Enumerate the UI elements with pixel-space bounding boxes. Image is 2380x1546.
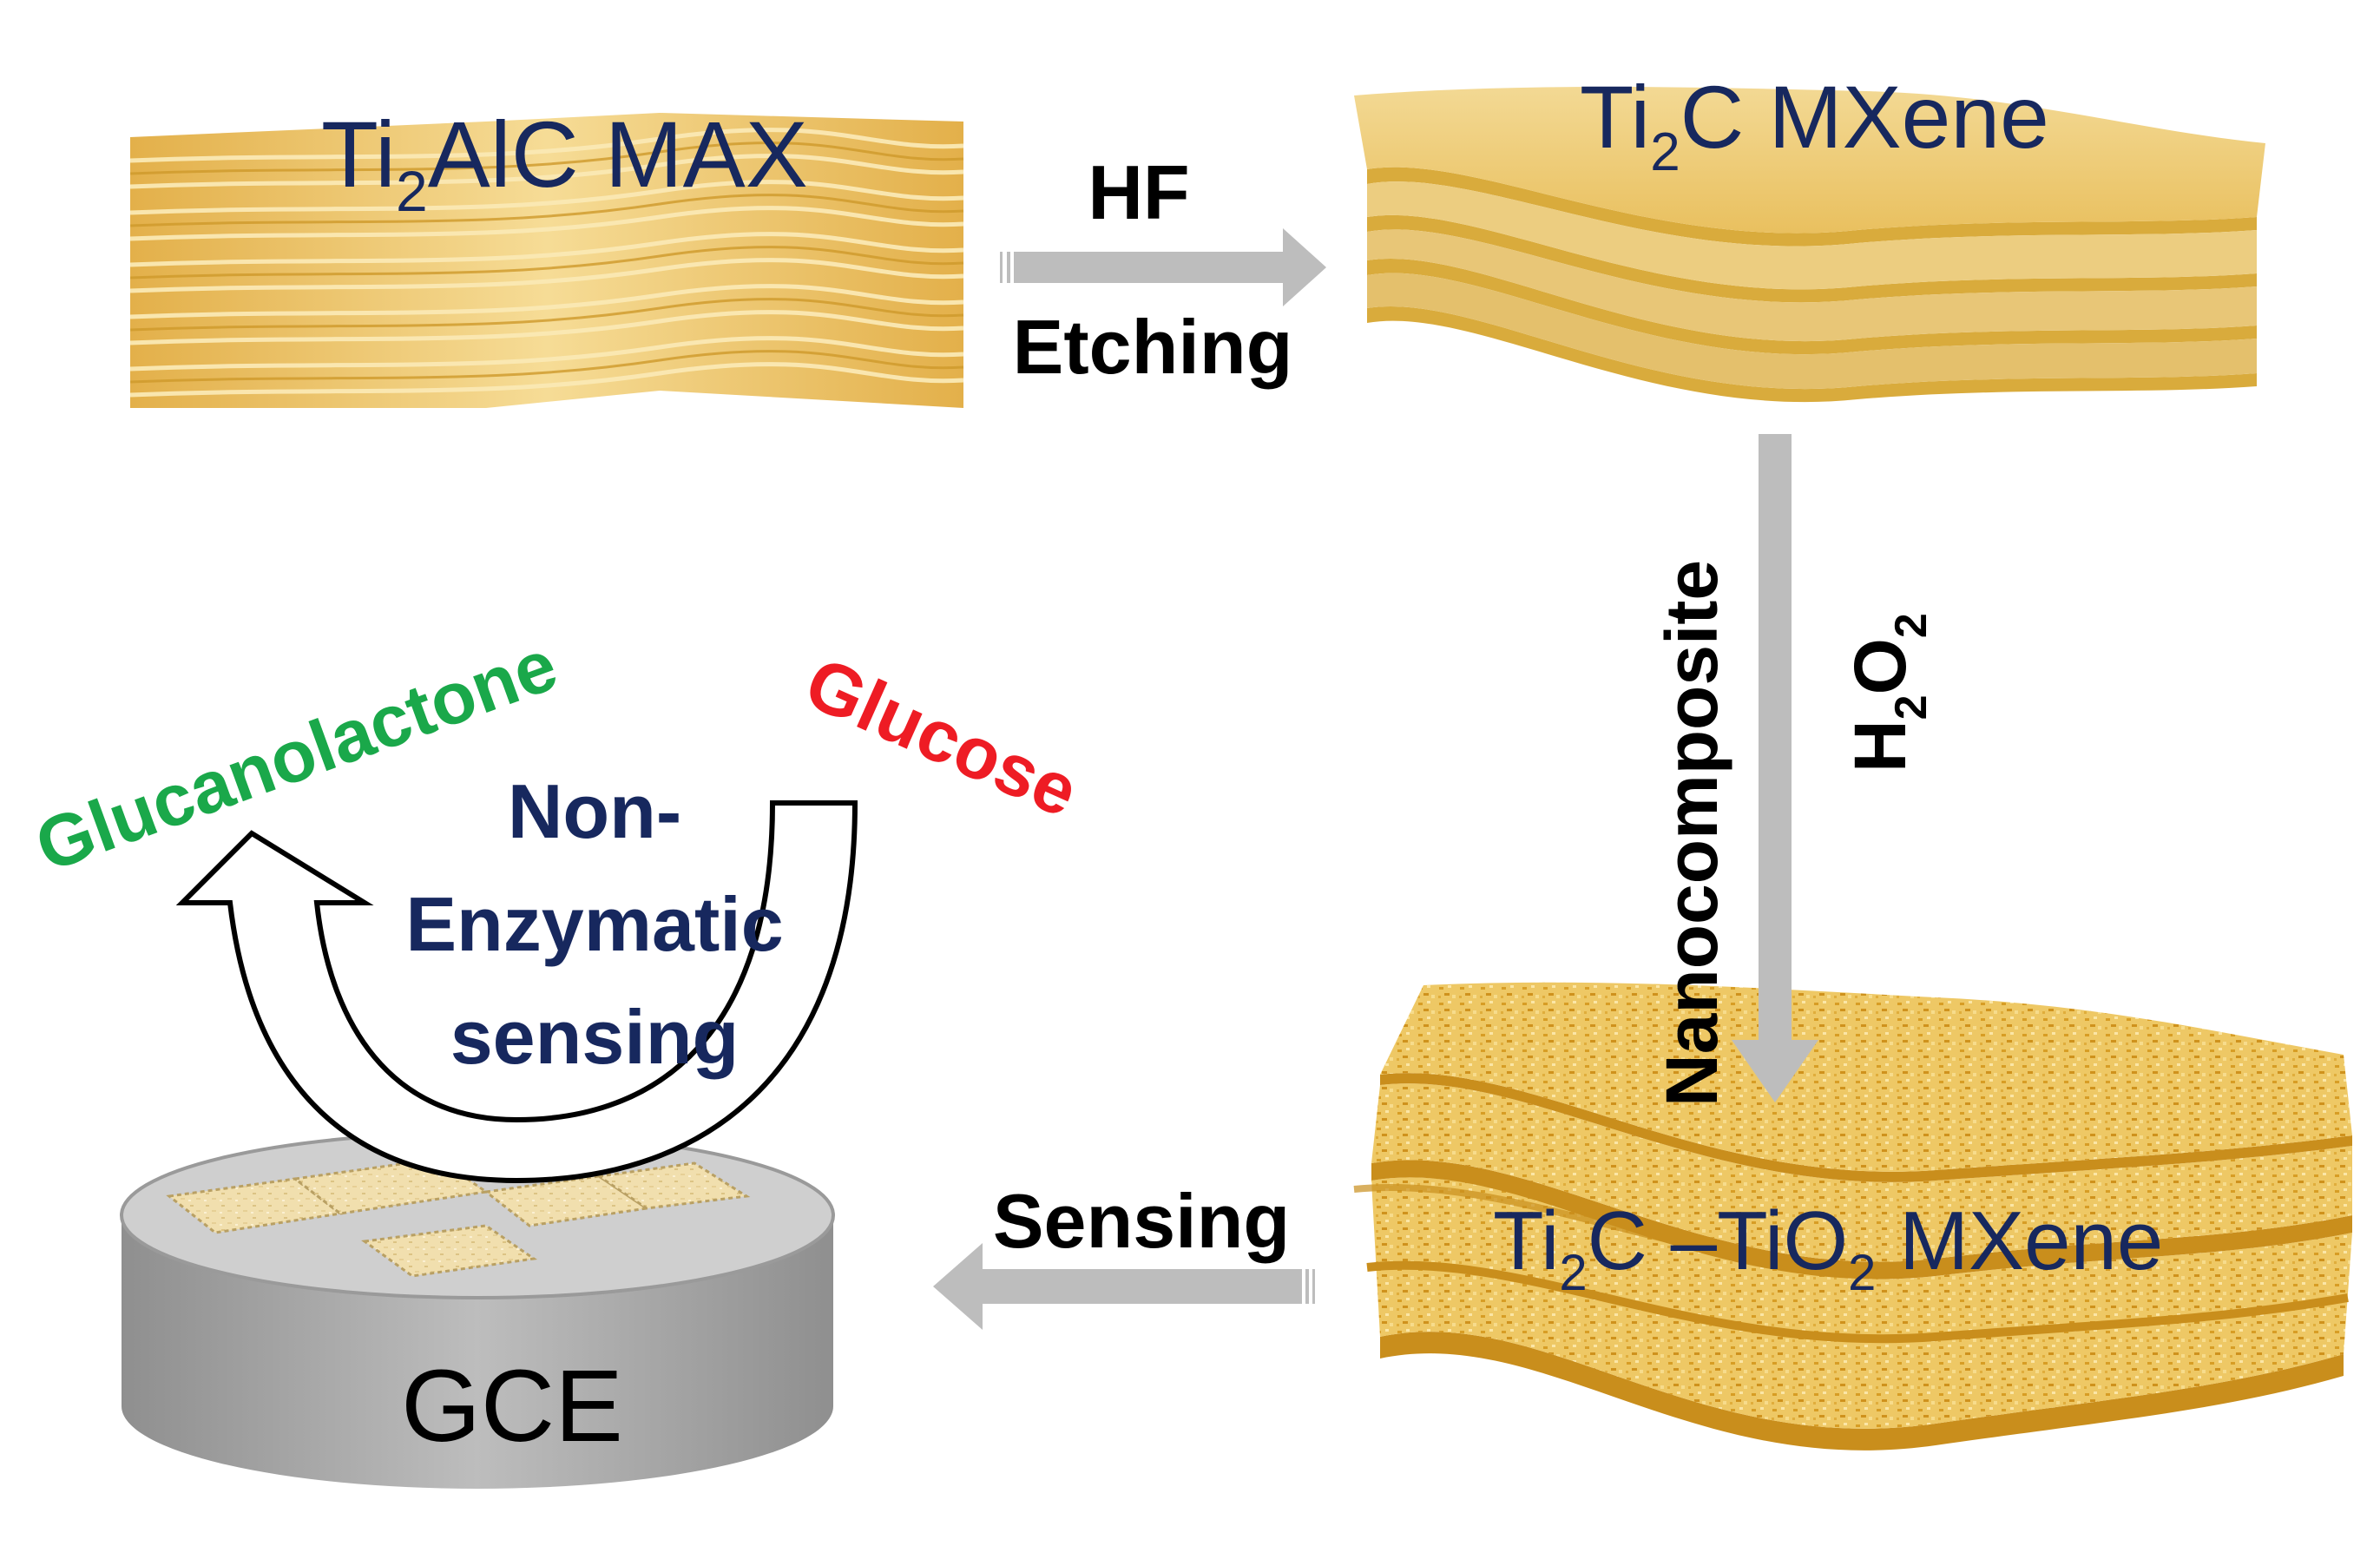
sensing-arrow xyxy=(933,1243,1315,1330)
modified-surface-patches xyxy=(166,1120,751,1278)
mxene-label: Ti2C MXene xyxy=(1580,68,2049,182)
max-phase-stack xyxy=(129,113,964,408)
max-phase-label: Ti2AlC MAX xyxy=(321,102,808,223)
composite-label: Ti2C –TiO2 MXene xyxy=(1493,1194,2163,1301)
gce-label: GCE xyxy=(401,1349,623,1464)
hf-etching-arrow xyxy=(1000,228,1326,306)
mxene-sheet-stack xyxy=(1354,87,2265,403)
gce-electrode xyxy=(120,1120,835,1489)
nanocomposite-label: Nanocomposite xyxy=(1651,560,1732,1107)
h2o2-label: H2O2 xyxy=(1839,613,1936,773)
hf-label: HF xyxy=(1088,149,1189,235)
non-enzymatic-line2: Enzymatic xyxy=(405,881,783,967)
sensing-label: Sensing xyxy=(993,1178,1290,1264)
nanocomposite-arrow xyxy=(1732,434,1818,1102)
composite-sheet-stack xyxy=(1353,982,2352,1451)
glucanolactone-label: Glucanolactone xyxy=(25,623,567,887)
non-enzymatic-line3: sensing xyxy=(450,994,740,1080)
non-enzymatic-line1: Non- xyxy=(508,768,681,854)
reaction-curved-arrow xyxy=(175,800,858,1184)
etching-label: Etching xyxy=(1013,304,1293,390)
